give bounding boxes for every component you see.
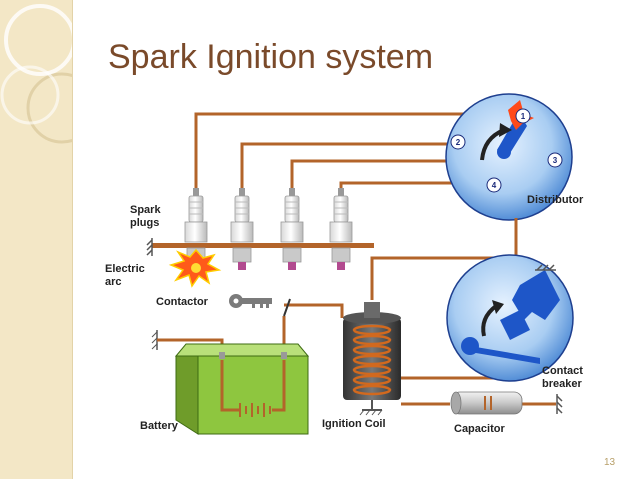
electric-arc-label-line2: arc	[105, 276, 122, 288]
capacitor	[450, 391, 523, 415]
svg-text:1: 1	[521, 112, 526, 121]
contact-breaker-label-line1: Contact	[542, 365, 583, 377]
spark-plug-2	[230, 188, 254, 270]
slide-title: Spark Ignition system	[108, 38, 434, 76]
spark-plug-3	[280, 188, 304, 270]
contactor-switch-lever	[283, 298, 291, 317]
distributor-label: Distributor	[527, 194, 584, 206]
decorative-side-band	[0, 0, 73, 479]
terminal-2: 2	[450, 134, 466, 150]
spark-plugs-label-line2: plugs	[130, 217, 159, 229]
breaker-cam	[512, 270, 560, 320]
terminal-3: 3	[547, 152, 563, 168]
battery	[174, 343, 310, 435]
electric-arc-label-line1: Electric	[105, 263, 145, 275]
engine-ground-bar	[152, 243, 374, 248]
contactor-label: Contactor	[156, 296, 209, 308]
plugs-ground-symbol	[146, 238, 153, 256]
distributor: 1 2 3 4	[445, 93, 573, 221]
battery-label: Battery	[140, 420, 179, 432]
svg-text:3: 3	[553, 156, 558, 165]
svg-text:2: 2	[456, 138, 461, 147]
contactor-key-icon	[229, 294, 272, 308]
breaker-ground-symbol	[535, 264, 556, 271]
capacitor-label: Capacitor	[454, 423, 505, 435]
ignition-coil-label: Ignition Coil	[322, 418, 386, 430]
page-number: 13	[604, 457, 616, 468]
spark-plugs-label-line1: Spark	[130, 204, 161, 216]
spark-plug-4	[329, 188, 353, 270]
wire-plug-1	[194, 112, 515, 196]
contact-breaker	[446, 254, 574, 382]
contact-breaker-label-line2: breaker	[542, 378, 582, 390]
wire-distributor-coil	[370, 218, 518, 300]
svg-text:4: 4	[492, 181, 497, 190]
terminal-4: 4	[486, 177, 502, 193]
terminal-1: 1	[515, 108, 531, 124]
breaker-rotation-arrow	[481, 304, 498, 337]
capacitor-ground-symbol	[556, 394, 563, 414]
wire-plug-2	[240, 142, 450, 196]
decorative-circles	[0, 4, 72, 144]
ignition-coil	[343, 302, 401, 416]
